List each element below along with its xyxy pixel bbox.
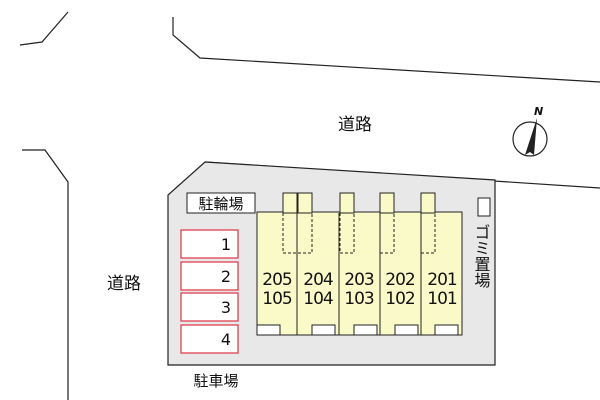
unit-label-205: 205 — [262, 270, 292, 290]
compass-needle-icon — [525, 118, 537, 155]
car-parking-label: 駐車場 — [193, 372, 238, 390]
parking-slot-2 — [180, 261, 239, 291]
north-compass: N — [512, 105, 548, 157]
parking-slots — [180, 229, 239, 354]
unit-tabs — [256, 324, 459, 336]
building-body — [256, 211, 463, 336]
unit-label-201: 201 — [427, 270, 457, 290]
unit-label-203: 203 — [344, 270, 374, 290]
unit-label-102: 102 — [385, 289, 415, 309]
parking-slot-label-1: 1 — [221, 235, 231, 254]
stair-204 — [297, 192, 313, 214]
road-edge-top-right — [172, 17, 600, 83]
parking-slot-label-3: 3 — [221, 298, 231, 317]
stair-201 — [420, 192, 436, 214]
stair-205 — [282, 192, 298, 214]
unit-label-204: 204 — [303, 270, 333, 290]
garbage-station-label: ゴミ置場 — [472, 224, 491, 289]
apartment-building — [256, 192, 463, 336]
bicycle-parking-label: 駐輪場 — [198, 195, 243, 213]
parking-slot-label-2: 2 — [221, 267, 231, 286]
road-edge-left — [22, 149, 69, 400]
stair-203 — [339, 192, 355, 214]
road-label-north: 道路 — [338, 115, 372, 135]
bicycle-parking-box — [186, 192, 256, 214]
unit-label-202: 202 — [385, 270, 415, 290]
compass-circle — [512, 121, 548, 157]
unit-label-105: 105 — [262, 289, 292, 309]
parking-slot-3 — [180, 292, 239, 322]
road-label-west: 道路 — [107, 274, 141, 294]
unit-dividers — [296, 213, 422, 335]
parking-slot-label-4: 4 — [221, 330, 231, 349]
unit-label-103: 103 — [344, 289, 374, 309]
unit-label-104: 104 — [303, 289, 333, 309]
compass-north-label: N — [534, 105, 543, 118]
unit-label-101: 101 — [427, 289, 457, 309]
garbage-station-box — [477, 197, 491, 217]
parking-slot-1 — [180, 229, 239, 259]
stair-202 — [379, 192, 395, 214]
parking-slot-4 — [180, 324, 239, 354]
road-edge-top-left — [19, 11, 69, 46]
